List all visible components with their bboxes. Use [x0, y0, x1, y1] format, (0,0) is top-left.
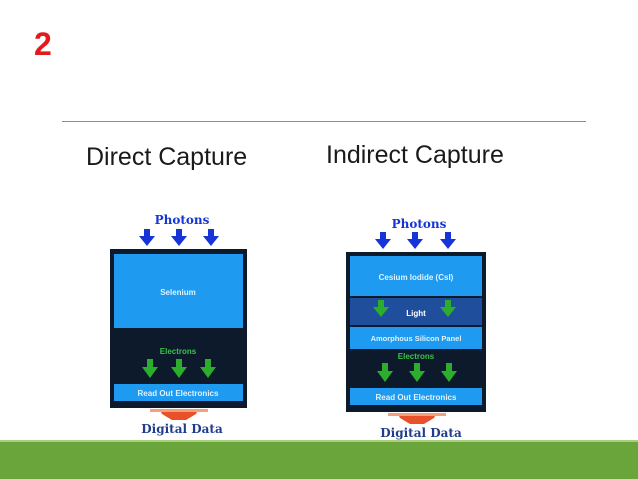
- indirect-readout-layer: [350, 388, 482, 405]
- selenium-layer: [114, 254, 243, 328]
- direct-readout-label: Read Out Electronics: [138, 389, 219, 398]
- indirect-electron-arrows: [377, 363, 457, 382]
- direct-readout-layer: [114, 384, 243, 401]
- light-arrow-icon: [373, 300, 389, 317]
- photon-arrow-icon: [171, 229, 187, 246]
- indirect-digital-data-label: Digital Data: [380, 426, 462, 440]
- photon-arrow-icon: [407, 232, 423, 249]
- electron-arrow-icon: [200, 359, 216, 378]
- electron-arrow-icon: [409, 363, 425, 382]
- light-label: Light: [406, 309, 426, 318]
- indirect-photons-label: Photons: [392, 217, 447, 231]
- amorphous-silicon-panel-label: Amorphous Silicon Panel: [371, 334, 462, 343]
- direct-output-arrow-icon: [150, 409, 208, 420]
- light-arrow-icon: [440, 300, 456, 317]
- photon-arrow-icon: [139, 229, 155, 246]
- direct-photons-label: Photons: [155, 213, 210, 227]
- footer-accent-line: [0, 440, 638, 442]
- electron-arrow-icon: [142, 359, 158, 378]
- slide-number: 2: [34, 26, 52, 62]
- title-divider: [62, 121, 586, 122]
- light-layer: [350, 298, 482, 325]
- indirect-photon-arrows: [375, 232, 456, 249]
- cesium-iodide-label: Cesium Iodide (CsI): [379, 273, 454, 282]
- indirect-capture-heading: Indirect Capture: [326, 141, 504, 169]
- direct-digital-data-label: Digital Data: [141, 422, 223, 436]
- electron-arrow-icon: [171, 359, 187, 378]
- indirect-capture-diagram: Photons Cesium Iodide (CsI) Light Amorph…: [346, 217, 486, 440]
- photon-arrow-icon: [440, 232, 456, 249]
- photon-arrow-icon: [375, 232, 391, 249]
- direct-capture-diagram: Photons Selenium Electrons Read Out Elec…: [110, 213, 247, 436]
- electron-arrow-icon: [377, 363, 393, 382]
- selenium-label: Selenium: [160, 288, 196, 297]
- cesium-iodide-layer: [350, 256, 482, 296]
- footer-bar: [0, 442, 638, 479]
- indirect-electrons-label: Electrons: [398, 352, 435, 361]
- direct-electron-arrows: [142, 359, 216, 378]
- direct-photon-arrows: [139, 229, 219, 246]
- direct-capture-heading: Direct Capture: [86, 143, 248, 171]
- photon-arrow-icon: [203, 229, 219, 246]
- amorphous-silicon-panel-layer: [350, 327, 482, 349]
- electron-arrow-icon: [441, 363, 457, 382]
- indirect-readout-label: Read Out Electronics: [376, 393, 457, 402]
- direct-electrons-label: Electrons: [160, 347, 197, 356]
- indirect-output-arrow-icon: [388, 413, 446, 424]
- light-arrows: [373, 300, 456, 317]
